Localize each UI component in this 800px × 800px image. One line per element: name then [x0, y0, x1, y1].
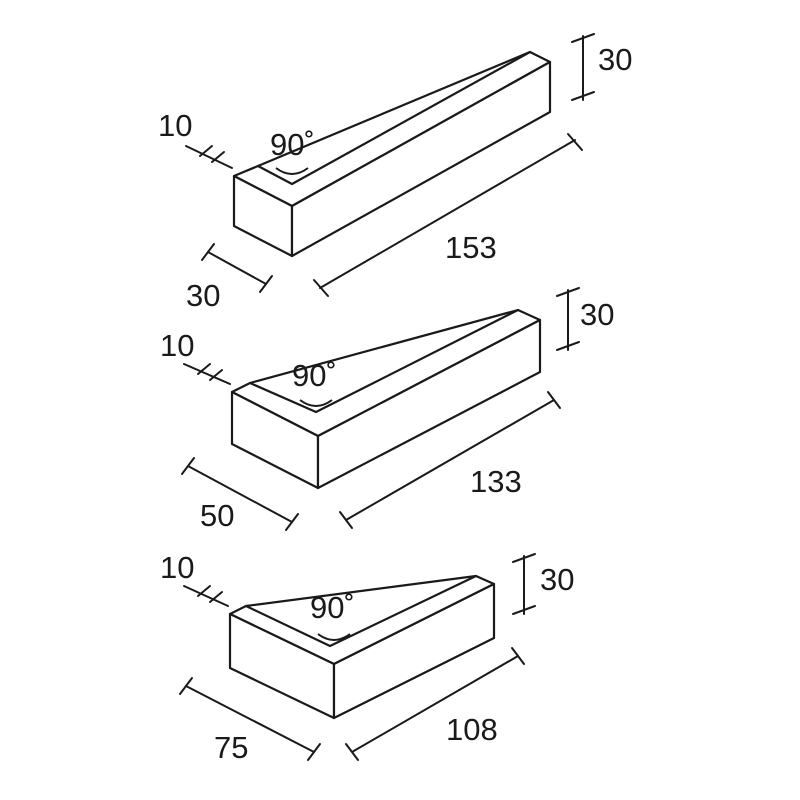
corner-piece-2-body: [230, 308, 542, 490]
piece-2-length-dimension: [339, 391, 561, 529]
piece-1-height-label: 30: [598, 42, 632, 77]
piece-3-height-dimension: [512, 553, 536, 615]
piece-1-thickness-dimension: [185, 145, 233, 169]
corner-piece-1-body: [232, 50, 552, 258]
piece-2-thickness-label: 10: [160, 328, 194, 363]
piece-1-angle-arc: [275, 167, 309, 175]
corner-piece-3-body: [228, 574, 496, 720]
piece-1-angle-label: 90˚: [270, 127, 315, 162]
corner-piece-1: 10 90˚ 30 153 30: [158, 33, 632, 313]
piece-3-return-label: 75: [214, 730, 248, 765]
piece-1-thickness-label: 10: [158, 108, 192, 143]
piece-1-length-dimension: [313, 133, 583, 297]
piece-1-return-label: 30: [186, 278, 220, 313]
piece-1-return-dimension: [201, 243, 273, 293]
piece-1-height-dimension: [571, 33, 595, 101]
piece-2-return-dimension: [181, 457, 299, 531]
piece-2-return-label: 50: [200, 498, 234, 533]
corner-piece-2: 10 90˚ 30 133 50: [160, 287, 614, 533]
piece-3-angle-arc: [317, 633, 351, 641]
piece-2-height-label: 30: [580, 297, 614, 332]
piece-3-height-label: 30: [540, 562, 574, 597]
piece-3-angle-label: 90˚: [310, 590, 355, 625]
piece-2-angle-label: 90˚: [292, 358, 337, 393]
piece-2-length-label: 133: [470, 464, 522, 499]
piece-1-length-label: 153: [445, 230, 497, 265]
corner-piece-3: 10 90˚ 30 108 75: [160, 550, 574, 765]
piece-3-thickness-label: 10: [160, 550, 194, 585]
piece-2-thickness-dimension: [183, 363, 231, 385]
piece-3-return-dimension: [179, 677, 321, 761]
piece-3-thickness-dimension: [183, 585, 229, 607]
piece-2-angle-arc: [299, 399, 333, 407]
piece-2-height-dimension: [556, 287, 580, 351]
piece-3-length-dimension: [345, 647, 525, 761]
piece-3-length-label: 108: [446, 712, 498, 747]
